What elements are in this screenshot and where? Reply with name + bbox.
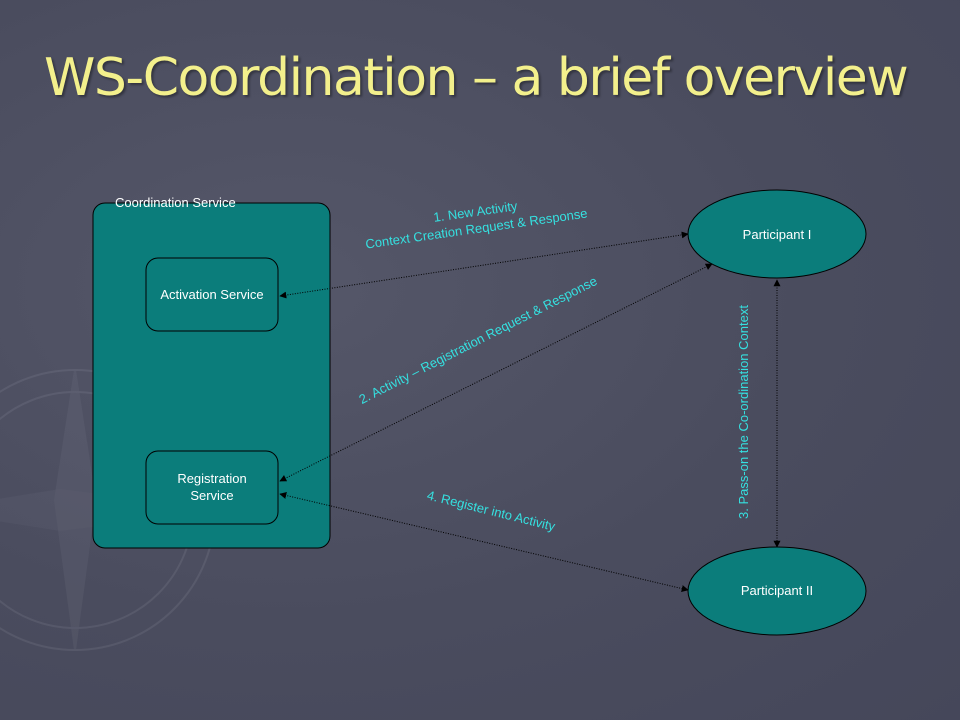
edge-registration-request xyxy=(279,263,713,482)
edge-registration-request-label: 2. Activity – Registration Request & Res… xyxy=(356,273,599,407)
edge-register-into-activity-label: 4. Register into Activity xyxy=(425,487,557,533)
registration-service-label-line1: Registration xyxy=(177,471,246,486)
activation-service-node xyxy=(145,257,279,332)
coordination-service-label: Coordination Service xyxy=(115,195,236,210)
registration-service-node xyxy=(145,450,279,525)
registration-service-label-line2: Service xyxy=(190,488,233,503)
edge-new-activity xyxy=(279,231,689,299)
activation-service-label: Activation Service xyxy=(160,287,263,302)
participant-2-label: Participant II xyxy=(741,583,813,598)
edge-pass-on-context-label: 3. Pass-on the Co-ordination Context xyxy=(736,305,751,519)
participant-1-label: Participant I xyxy=(743,227,812,242)
slide-title: WS-Coordination – a brief overview xyxy=(44,48,909,108)
